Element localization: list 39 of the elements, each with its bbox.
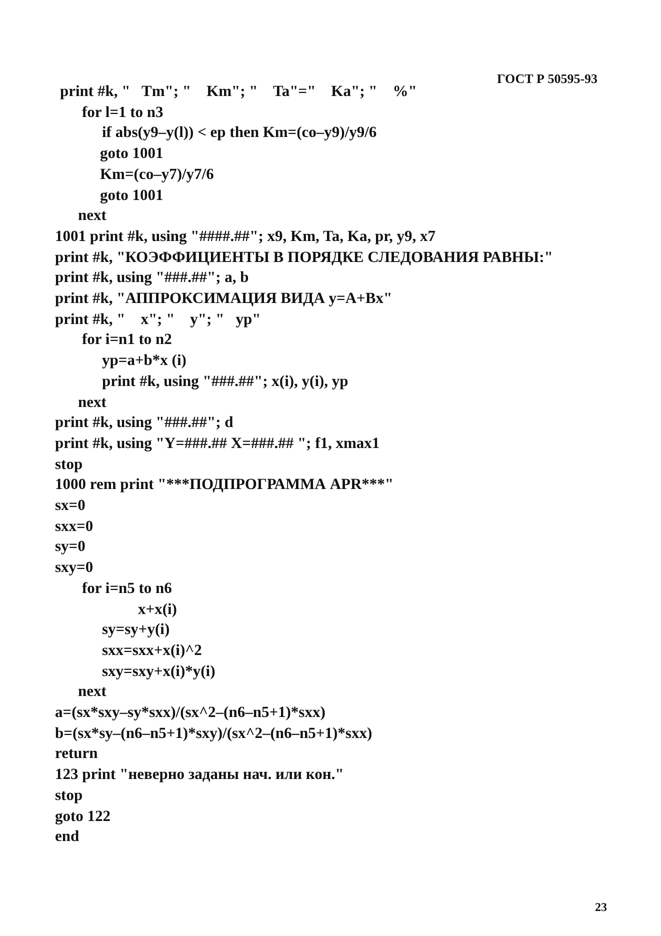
code-line: for i=n1 to n2	[82, 331, 172, 350]
code-line: sx=0	[55, 497, 86, 515]
code-line: sxx=sxx+x(i)^2	[102, 642, 202, 660]
code-line: b=(sx*sy–(n6–n5+1)*sxy)/(sx^2–(n6–n5+1)*sxx)	[55, 724, 372, 743]
code-line: print #k, "КОЭФФИЦИЕНТЫ В ПОРЯДКЕ СЛЕДОВАНИЯ РАВНЫ:"	[55, 248, 553, 267]
code-line: a=(sx*sxy–sy*sxx)/(sx^2–(n6–n5+1)*sxx)	[55, 704, 326, 722]
code-line: sy=sy+y(i)	[102, 621, 170, 640]
code-line: stop	[55, 456, 83, 474]
code-line: sy=0	[55, 538, 86, 556]
code-line: x+x(i)	[138, 600, 177, 618]
code-line: next	[78, 683, 106, 702]
code-line: print #k, using "###.##"; d	[55, 414, 234, 432]
code-line: 123 print "неверно заданы нач. или кон."	[55, 766, 344, 784]
code-line: 1000 rem print "***ПОДПРОГРАММА APR***"	[55, 476, 394, 494]
code-line: print #k, using "###.##"; x(i), y(i), yp	[102, 372, 348, 391]
code-line: 1001 print #k, using "####.##"; x9, Km, Ta, Ka, pr, y9, x7	[55, 228, 436, 246]
code-line: yp=a+b*x (i)	[102, 352, 186, 370]
code-line: sxy=sxy+x(i)*y(i)	[102, 662, 216, 681]
code-line: goto 1001	[100, 186, 164, 204]
code-line: stop	[55, 786, 83, 805]
code-line: for l=1 to n3	[82, 104, 164, 122]
page-header: ГОСТ Р 50595-93	[497, 70, 598, 88]
code-line: sxx=0	[55, 518, 94, 536]
code-line: print #k, " x"; " y"; " yp"	[55, 310, 261, 329]
code-line: next	[78, 394, 106, 412]
code-line: for i=n5 to n6	[82, 580, 172, 598]
code-line: goto 122	[55, 808, 111, 826]
code-line: if abs(y9–y(l)) < ep then Km=(co–y9)/y9/6	[102, 124, 377, 142]
code-line: goto 1001	[100, 145, 164, 164]
code-line: print #k, using "###.##"; a, b	[55, 269, 249, 288]
code-line: next	[78, 207, 106, 226]
code-line: sxy=0	[55, 559, 94, 578]
code-line: print #k, "АППРОКСИМАЦИЯ ВИДА y=A+Bx"	[55, 290, 392, 308]
code-line: end	[55, 828, 80, 846]
code-line: print #k, " Tm"; " Km"; " Ta"=" Ka"; " %"	[60, 83, 417, 101]
code-line: Km=(co–y7)/y7/6	[100, 166, 214, 184]
page-number: 23	[595, 899, 607, 916]
code-line: return	[55, 745, 98, 764]
code-line: print #k, using "Y=###.## X=###.## "; f1, xmax1	[55, 434, 380, 453]
